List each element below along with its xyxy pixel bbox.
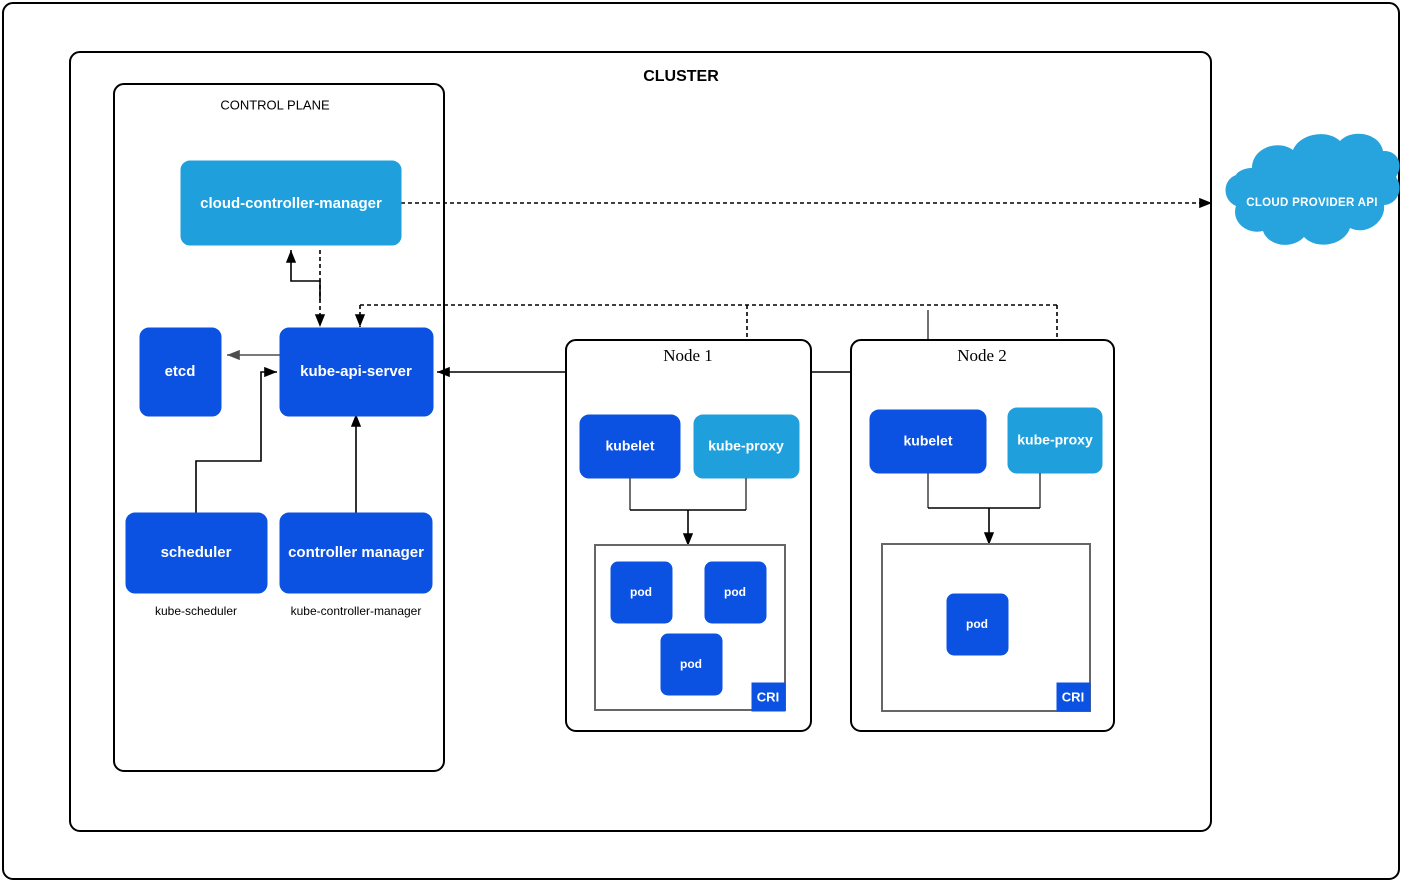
cloud-provider-api-shape[interactable]: CLOUD PROVIDER API xyxy=(1225,133,1400,245)
cluster-title: CLUSTER xyxy=(643,68,719,85)
cloud-icon xyxy=(1225,133,1400,245)
caption-kube-controller-manager: kube-controller-manager xyxy=(291,604,422,618)
node-1-pod-3[interactable] xyxy=(660,633,723,696)
box-etcd[interactable] xyxy=(139,327,222,417)
cloud-provider-api-label: CLOUD PROVIDER API xyxy=(1246,197,1377,209)
node-1-cri-badge-label: CRI xyxy=(757,689,779,704)
node-1-pod-2[interactable] xyxy=(704,561,767,624)
box-scheduler[interactable] xyxy=(125,512,268,594)
node-2-title: Node 2 xyxy=(957,346,1007,365)
node-2-pod-1[interactable] xyxy=(946,593,1009,656)
label-cloud-controller-manager: cloud-controller-manager xyxy=(200,195,382,212)
node-1-pod-3-label: pod xyxy=(680,657,702,671)
label-controller-manager: controller manager xyxy=(288,544,424,561)
label-kube-api-server: kube-api-server xyxy=(300,363,412,380)
node-2-box-kube-proxy[interactable] xyxy=(1007,407,1103,474)
node-1-pod-1[interactable] xyxy=(610,561,673,624)
control-plane-title: CONTROL PLANE xyxy=(220,97,330,112)
label-etcd: etcd xyxy=(165,363,196,380)
node-2-cri-badge-label: CRI xyxy=(1062,689,1084,704)
connector-scheduler-to-api xyxy=(195,366,277,513)
node-1-label-kubelet: kubelet xyxy=(605,438,654,454)
node-2-label-kube-proxy: kube-proxy xyxy=(1017,432,1093,448)
box-cloud-controller-manager[interactable] xyxy=(180,160,402,246)
label-scheduler: scheduler xyxy=(161,544,232,561)
node-1-title: Node 1 xyxy=(663,346,713,365)
control-plane-frame xyxy=(113,83,445,772)
node-1-label-kube-proxy: kube-proxy xyxy=(708,438,784,454)
node-1-pod-1-label: pod xyxy=(630,585,652,599)
box-controller-manager[interactable] xyxy=(279,512,433,594)
node-2-pod-1-label: pod xyxy=(966,617,988,631)
node-2-cri-badge xyxy=(1056,682,1091,712)
node-1-cri-badge xyxy=(751,682,786,712)
node-2-label-kubelet: kubelet xyxy=(903,433,952,449)
node-1-pod-2-label: pod xyxy=(724,585,746,599)
box-kube-api-server[interactable] xyxy=(279,327,434,417)
caption-kube-scheduler: kube-scheduler xyxy=(155,604,237,618)
connector-api-to-ccm xyxy=(285,250,321,300)
